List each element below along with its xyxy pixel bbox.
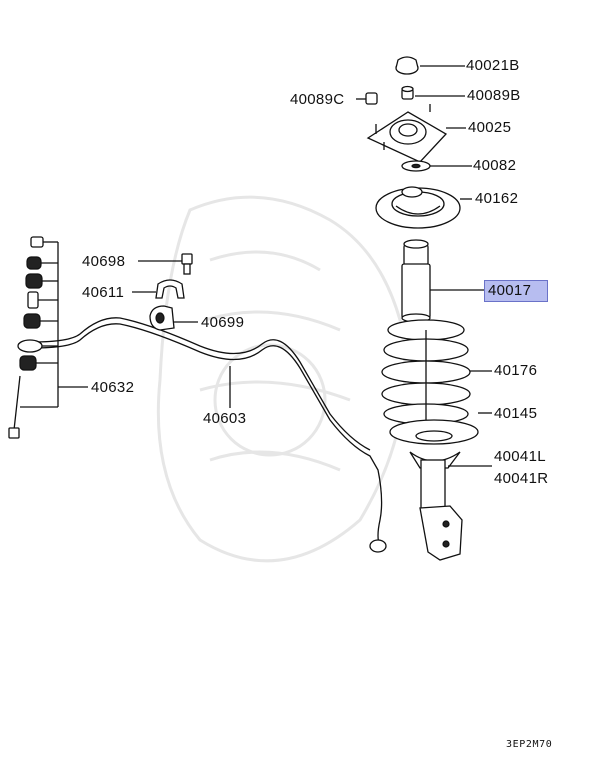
diagram-code: 3EP2M70 (506, 739, 553, 750)
part-40698-bolt[interactable] (181, 253, 193, 275)
part-40025-strut-mount[interactable] (366, 104, 448, 163)
part-40017-bump-stop[interactable] (401, 239, 431, 323)
part-40603-stabilizer-bar[interactable] (31, 317, 387, 553)
label-40041R[interactable]: 40041R (494, 470, 549, 487)
label-40021B[interactable]: 40021B (466, 57, 520, 74)
label-40041L[interactable]: 40041L (494, 448, 546, 465)
label-40699[interactable]: 40699 (201, 314, 245, 331)
part-40632-link-kit[interactable] (8, 236, 44, 439)
label-40176[interactable]: 40176 (494, 362, 538, 379)
part-40089B-nut[interactable] (401, 85, 414, 100)
part-40162-spring-seat[interactable] (375, 186, 461, 229)
part-40145-lower-seat[interactable] (389, 419, 479, 445)
label-40082[interactable]: 40082 (473, 157, 517, 174)
label-40145[interactable]: 40145 (494, 405, 538, 422)
part-40089C-nut[interactable] (365, 92, 378, 105)
label-40603[interactable]: 40603 (203, 410, 247, 427)
part-40041-strut-body[interactable] (409, 451, 463, 561)
part-40021B-cap[interactable] (395, 56, 419, 75)
label-40632[interactable]: 40632 (91, 379, 135, 396)
part-40082-washer[interactable] (401, 160, 431, 172)
part-40699-bushing[interactable] (149, 305, 175, 331)
label-40025[interactable]: 40025 (468, 119, 512, 136)
watermark-emblem (156, 195, 407, 563)
part-40176-coil-spring[interactable] (381, 319, 471, 425)
label-40162[interactable]: 40162 (475, 190, 519, 207)
label-40089C[interactable]: 40089C (290, 91, 345, 108)
label-40698[interactable]: 40698 (82, 253, 126, 270)
link-kit-bracket-lines (20, 241, 88, 408)
label-40611[interactable]: 40611 (82, 284, 125, 301)
label-40017-highlighted[interactable]: 40017 (484, 280, 549, 302)
part-40611-bracket[interactable] (155, 279, 185, 299)
label-40089B[interactable]: 40089B (467, 87, 521, 104)
